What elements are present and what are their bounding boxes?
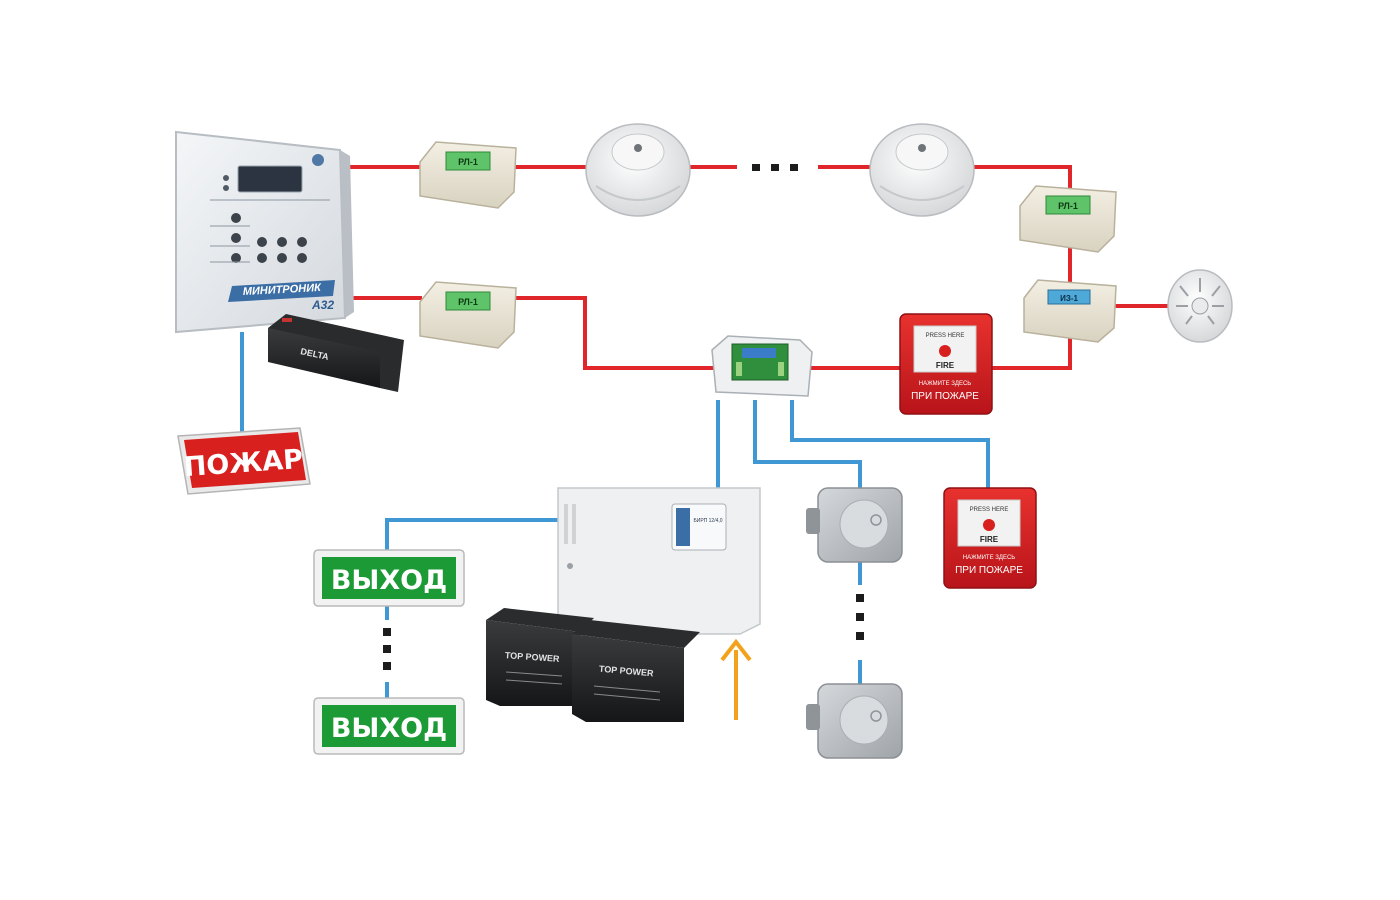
relay-module-3: РЛ-1 (1019, 185, 1117, 253)
psu-to-exit-line (385, 518, 558, 550)
psu-label: БИРП 12/4,0 (693, 518, 722, 524)
call-point-1-button-icon (939, 345, 951, 357)
panel-battery: DELTA (268, 314, 404, 392)
exit-sign-2: ВЫХОД (313, 697, 465, 755)
smoke-detector-1 (585, 123, 691, 217)
call-point-1-top-text: PRESS HERE (926, 333, 965, 339)
call-point-1-caption: ПРИ ПОЖАРЕ (911, 391, 979, 402)
call-point-2-caption: ПРИ ПОЖАРЕ (955, 565, 1023, 576)
module-to-siren-line (753, 400, 862, 490)
panel-brand-stripe (228, 280, 335, 302)
power-supply-unit: БИРП 12/4,0 (557, 487, 761, 635)
panel-logo-icon (312, 154, 324, 166)
exit-sign-1-text: ВЫХОД (331, 565, 447, 596)
relay-label-2: РЛ-1 (458, 297, 478, 307)
panel-led-group (223, 175, 229, 191)
relay-label-1: РЛ-1 (458, 157, 478, 167)
panel-model-text: А32 (311, 298, 334, 312)
call-point-2-button-icon (983, 519, 995, 531)
smoke-detector-2 (869, 123, 975, 217)
addressable-interface-module (711, 335, 813, 397)
manual-call-point-2: PRESS HERE FIRE НАЖМИТЕ ЗДЕСЬ ПРИ ПОЖАРЕ (943, 487, 1037, 589)
relay-module-2: РЛ-1 (419, 281, 517, 349)
isolator-module-label: ИЗ-1 (1060, 294, 1078, 303)
exit-sign-1: ВЫХОД (313, 549, 465, 607)
call-point-1-small-text: НАЖМИТЕ ЗДЕСЬ (919, 381, 972, 387)
call-point-2-top-text: PRESS HERE (970, 507, 1009, 513)
sound-siren-1 (806, 487, 903, 563)
mains-power-arrow-icon (720, 638, 752, 720)
sound-siren-2 (806, 683, 903, 759)
relay-module-1: РЛ-1 (419, 141, 517, 209)
siren-2-logo-icon (870, 710, 882, 722)
psu-battery-1: TOP POWER (486, 608, 594, 706)
siren-1-logo-icon (870, 514, 882, 526)
call-point-1-fire-text: FIRE (936, 361, 955, 370)
loop-dots-top (752, 164, 798, 171)
heat-detector (1167, 269, 1233, 343)
exit-chain-dots (383, 628, 391, 670)
panel-display (237, 165, 303, 193)
siren-chain-dots (856, 594, 864, 640)
psu-battery-2-label: TOP POWER (599, 664, 655, 679)
loop-line-right (988, 243, 1072, 370)
psu-battery-2: TOP POWER (572, 620, 700, 722)
blue-signal-wiring (240, 332, 990, 698)
manual-call-point-1: PRESS HERE FIRE НАЖМИТЕ ЗДЕСЬ ПРИ ПОЖАРЕ (899, 313, 993, 415)
call-point-2-fire-text: FIRE (980, 535, 999, 544)
exit-sign-2-text: ВЫХОД (331, 713, 447, 744)
isolator-module: ИЗ-1 (1023, 279, 1117, 343)
loop-line-top (343, 165, 1072, 192)
relay-label-3: РЛ-1 (1058, 201, 1078, 211)
psu-battery-1-label: TOP POWER (505, 650, 561, 664)
call-point-2-small-text: НАЖМИТЕ ЗДЕСЬ (963, 555, 1016, 561)
panel-keypad (231, 213, 307, 263)
panel-brand-text: МИНИТРОНИК (242, 282, 322, 298)
loop-line-bottom (343, 296, 902, 370)
fire-sign: ПОЖАР (177, 427, 311, 495)
red-loop-wiring (343, 165, 1168, 370)
control-panel: МИНИТРОНИК А32 (175, 130, 354, 334)
module-to-call-point-line (790, 400, 990, 488)
